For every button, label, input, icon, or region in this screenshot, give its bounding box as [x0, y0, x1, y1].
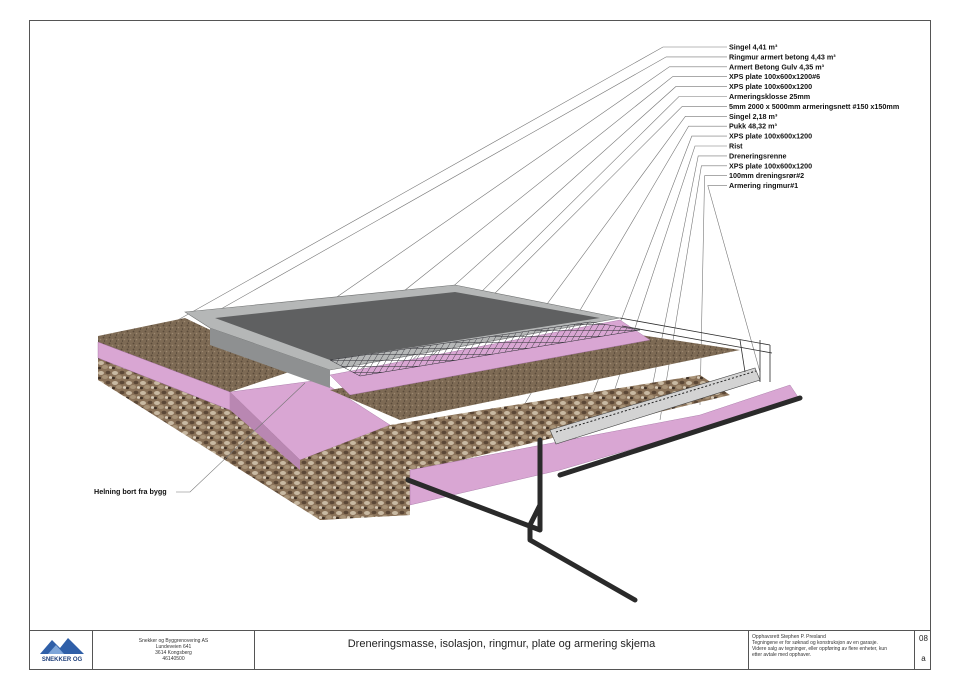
company-name: Snekker og Byggrenovering AS [138, 638, 209, 644]
callout-label: Pukk 48,32 m³ [729, 122, 778, 131]
company-address: Lundeveien 641 [155, 644, 192, 650]
callout-label: XPS plate 100x600x1200#6 [729, 72, 820, 81]
copyright-note: Opphavsrett Stephen P. Presland Tegninge… [748, 630, 914, 670]
callout-label: Singel 4,41 m³ [729, 43, 778, 52]
callout-label: Armering ringmur#1 [729, 181, 798, 190]
leader-line [699, 175, 727, 406]
leader-line [204, 56, 727, 319]
sheet-frame [29, 20, 931, 670]
note-line: Opphavsrett Stephen P. Presland [752, 634, 826, 640]
company-phone: 46140500 [162, 656, 185, 662]
xps-plate-step-left-face [230, 392, 300, 470]
rist-grate [555, 370, 757, 433]
callout-label: XPS plate 100x600x1200 [729, 82, 812, 91]
callout-label: Armert Betong Gulv 4,35 m³ [729, 62, 825, 71]
leader-line [294, 66, 727, 327]
company-info: Snekker og Byggrenovering AS Lundeveien … [92, 630, 254, 670]
note-line: Tegningene er for søknad og konstruksjon… [752, 640, 878, 646]
leader-line [649, 155, 727, 399]
sheet-suffix: a [921, 654, 926, 663]
leader-line [479, 116, 727, 396]
company-logo [40, 638, 84, 654]
leader-line [419, 106, 727, 369]
logo-text: SNEKKER OG [41, 657, 83, 663]
betong-gulv-slab [215, 292, 600, 360]
company-city: 3614 Kongsberg [155, 650, 192, 656]
callout-label: 5mm 2000 x 5000mm armeringsnett #150 x15… [729, 102, 899, 111]
armeringsnett-mesh [329, 321, 641, 377]
callout-label: XPS plate 100x600x1200 [729, 132, 812, 141]
leader-line [707, 185, 761, 373]
note-line: Videre salg av tegninger, eller oppførin… [752, 646, 887, 652]
callout-label: Singel 2,18 m³ [729, 112, 778, 121]
singel-surface-left [98, 318, 295, 392]
note-line: etter avtale med opphaver. [752, 652, 812, 658]
drawing-title: Dreneringsmasse, isolasjon, ringmur, pla… [254, 630, 748, 670]
leader-line [609, 145, 727, 405]
singel-strip [330, 335, 740, 420]
callout-label: XPS plate 100x600x1200 [729, 161, 812, 170]
pukk-gravel-front [320, 455, 410, 520]
title-block-rule [29, 630, 931, 631]
leader-line [329, 76, 727, 351]
side-label-leader [176, 382, 306, 493]
callout-label: Dreneringsrenne [729, 151, 787, 160]
leader-line [159, 46, 727, 331]
callout-label: 100mm dreningsrør#2 [729, 171, 804, 180]
pukk-gravel-middle [300, 375, 730, 470]
leader-line [359, 86, 727, 371]
dreningsror-pipe [405, 395, 803, 603]
armering-ringmur-rebar [619, 317, 773, 382]
callout-label: Armeringsklosse 25mm [729, 92, 810, 101]
callout-label: Ringmur armert betong 4,43 m³ [729, 52, 836, 61]
callout-label: Rist [729, 142, 743, 151]
side-label: Helning bort fra bygg [94, 487, 167, 496]
sheet-number: 08 [919, 634, 928, 643]
ringmur-wall-face [210, 328, 330, 388]
sheet-number-box: 08 a [914, 630, 931, 670]
